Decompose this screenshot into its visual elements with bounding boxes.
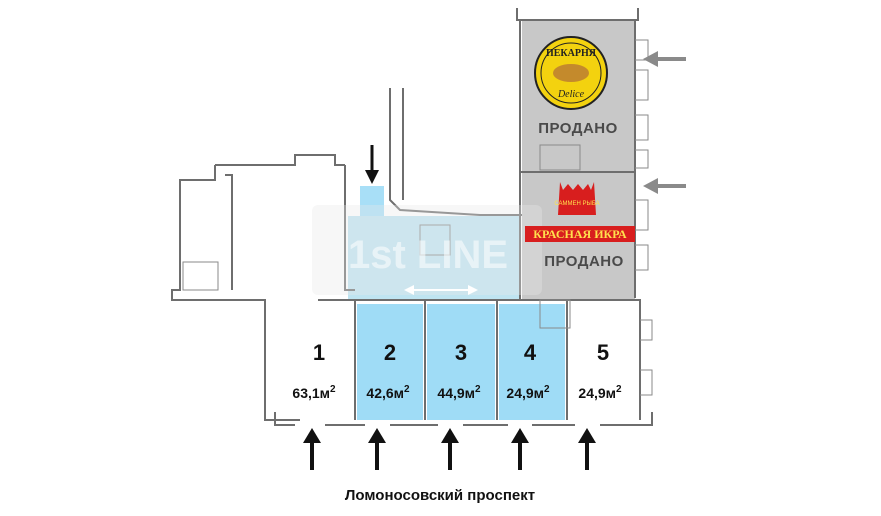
sold-label-2: ПРОДАНО <box>544 253 624 270</box>
unit-1: 1 63,1м2 <box>292 340 336 401</box>
entrance-arrow-icon <box>303 428 321 470</box>
unit-number: 2 <box>384 340 396 365</box>
side-entrance-arrow-icon <box>643 178 686 194</box>
caviar-logo: САММЕН РЫБА КРАСНАЯ ИКРА <box>525 182 635 242</box>
corridor-entrance-arrow-icon <box>365 145 379 184</box>
unit-number: 5 <box>597 340 609 365</box>
unit-2-fill <box>357 304 423 420</box>
unit-number: 4 <box>524 340 537 365</box>
watermark-text: 1st LINE <box>348 233 508 277</box>
unit-area: 42,6м2 <box>366 384 410 401</box>
unit-number: 3 <box>455 340 467 365</box>
unit-4: 4 24,9м2 <box>506 340 550 401</box>
entrance-arrow-icon <box>441 428 459 470</box>
side-entrance-arrow-icon <box>643 51 686 67</box>
unit-3: 3 44,9м2 <box>437 340 481 401</box>
common-area-highlight <box>348 216 520 300</box>
sold-label-1: ПРОДАНО <box>538 120 618 137</box>
entrance-arrow-icon <box>511 428 529 470</box>
unit-area: 44,9м2 <box>437 384 481 401</box>
unit-4-fill <box>499 304 565 420</box>
unit-area: 63,1м2 <box>292 384 336 401</box>
unit-number: 1 <box>313 340 325 365</box>
unit-5: 5 24,9м2 <box>578 340 622 401</box>
bakery-logo-title: ПЕКАРНЯ <box>546 48 597 59</box>
bakery-logo: ПЕКАРНЯ Delice <box>534 36 608 110</box>
double-arrow-icon <box>404 285 478 295</box>
unit-3-fill <box>427 304 495 420</box>
walls <box>171 8 653 426</box>
unit-area: 24,9м2 <box>578 384 622 401</box>
entrance-arrows <box>303 428 596 470</box>
entrance-arrow-icon <box>368 428 386 470</box>
caviar-emblem-text: САММЕН РЫБА <box>554 201 599 207</box>
watermark: 1st LINE <box>312 205 542 295</box>
caviar-banner-text: КРАСНАЯ ИКРА <box>533 227 627 241</box>
unit-area: 24,9м2 <box>506 384 550 401</box>
street-label: Ломоносовский проспект <box>345 487 535 504</box>
corridor-highlight <box>360 186 384 216</box>
bakery-logo-script: Delice <box>557 89 585 100</box>
entrance-arrow-icon <box>578 428 596 470</box>
unit-2: 2 42,6м2 <box>366 340 410 401</box>
